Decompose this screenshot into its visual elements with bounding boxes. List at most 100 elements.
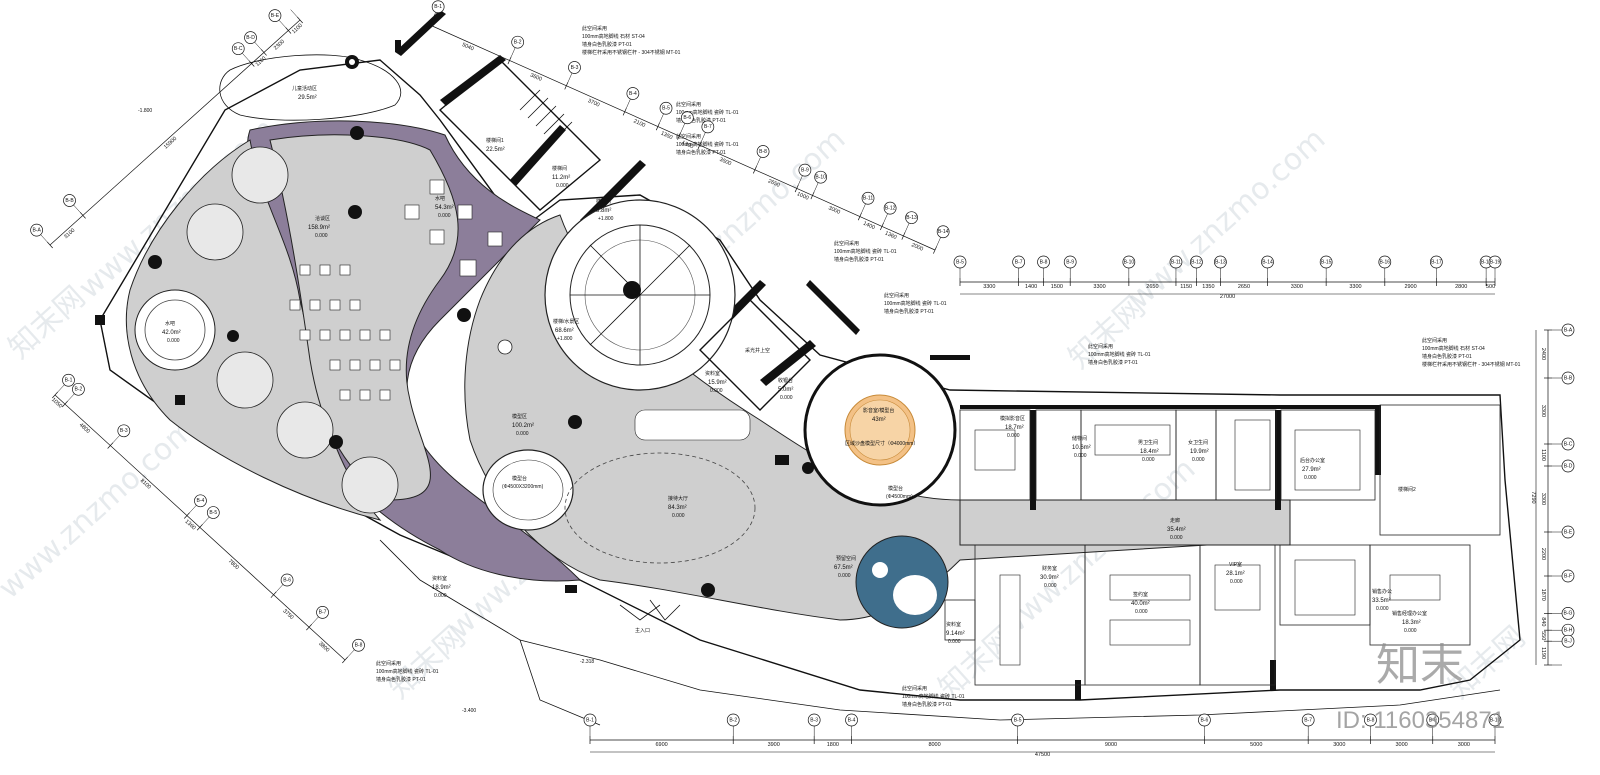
room-label: 模型区 [512,413,527,420]
dimension-value: 2100 [632,118,646,128]
axis-label: B-8 [759,149,767,155]
axis-bubble [1012,255,1026,269]
corridor-floor [959,499,1291,546]
dimension-value: 1800 [827,742,839,748]
dimension-value: 1190 [1540,647,1546,659]
dimension-value: 500 [1486,284,1495,290]
wall [930,355,970,360]
dimension-value: 5000 [1250,742,1262,748]
axis-label: B-7 [1015,259,1023,265]
dimension-tick [196,524,203,531]
stairwell-1 [438,59,602,211]
room-level: 0.000 [710,388,723,394]
axis-label: B-3 [571,65,579,71]
axis-bubble [583,713,597,727]
room-area: 40.0m² [1131,601,1150,607]
axis-label: B-5 [662,106,670,112]
axis-leader [57,384,65,393]
note-line: 100mm高地脚线 瓷砖 TL-01 [676,109,739,116]
dimension-value: 2900 [1404,284,1416,290]
note-line: 墙身白色乳胶漆 PT-01 [834,256,884,263]
note-line: 此空间采用 [884,292,909,299]
axis-leader [936,237,941,247]
axis-bubble [1190,255,1203,269]
axis-leader [904,223,910,233]
note-line: 墙身白色乳胶漆 PT-01 [676,117,726,124]
room-label: VIP室 [1229,561,1242,568]
dimension-tick [933,246,937,254]
axis-bubble [1063,255,1077,269]
note-line: 墙身白色乳胶漆 PT-01 [582,41,632,48]
dimension-value: 3700 [587,98,601,108]
axis-label: B-9 [1066,259,1074,265]
dimension-value: 2300 [273,39,286,52]
room-label: 预留空间 [836,555,856,562]
note-line: 墙身白色乳胶漆 PT-01 [884,308,934,315]
wall [1075,680,1081,700]
note-line: 此空间采用 [582,25,607,32]
room-label: 洽谈区 [315,215,330,222]
axis-bubble [1561,437,1575,451]
room-area: 27.9m² [1302,467,1321,473]
dimension-chain-upper: B-1B-2B-3B-4B-5B-6B-7B-8B-9B-10B-11B-12B… [428,0,950,254]
axis-label: B-3 [120,428,128,434]
right-rooms [944,404,1501,686]
note-line: 墙身白色乳胶漆 PT-01 [1088,359,1138,366]
room-area: 19.9m² [1190,449,1209,455]
dimension-value: 2650 [1146,284,1158,290]
axis-bubble [726,713,740,727]
note-line: 100mm高地脚线 石材 ST-04 [582,33,645,40]
axis-label: B-2 [729,717,737,723]
axis-label: B-C [234,46,243,52]
watermark-text: www.znzmo.com [0,412,202,606]
dimension-tick [306,623,313,631]
dimension-value: 1100 [1540,449,1546,461]
axis-label: B-1 [434,4,442,10]
room-label: 影音室/模型台 [863,407,894,414]
dimension-tick [507,56,512,65]
wall [440,55,506,106]
axis-bubble [1561,634,1575,648]
dimension-tick [270,591,277,598]
dimension-value: 3300 [1093,284,1105,290]
room-level: 0.000 [1074,453,1087,459]
room-label: 楼梯间 [552,165,567,172]
axis-label: B-18 [1481,259,1492,265]
axis-label: B-4 [629,91,637,97]
dimension-tick [285,27,292,34]
axis-bubble [1561,371,1575,385]
wall [1275,410,1281,510]
axis-leader [567,72,573,83]
axis-bubble [756,145,770,158]
axis-bubble [568,61,581,74]
axis-label: B-4 [197,498,205,504]
axis-bubble [1378,255,1392,269]
axis-bubble [953,255,967,269]
room-label: 收银台 [778,377,793,384]
room-labels: 儿童活动区 29.5m² 楼梯间1 22.5m² 楼梯间 11.2m² 0.00… [162,85,1427,645]
floor-areas [125,134,1291,621]
room-area: 67.5m² [834,565,853,571]
axis-leader [276,584,284,592]
axis-label: B-5 [209,510,217,516]
wall [395,40,401,52]
material-notes: 此空间采用 100mm高地脚线 石材 ST-04 墙身白色乳胶漆 PT-01 楼… [376,25,1521,708]
axis-label: B-12 [885,205,896,211]
room-area: 9.14m² [946,631,965,637]
room-label: 模型台 [888,485,903,492]
note-line: 墙身白色乳胶漆 PT-01 [676,149,726,156]
level-mark: -1.800 [138,108,152,114]
lounge-floor-inner [269,134,459,501]
axis-leader [883,213,888,223]
room-area: 28.1m² [1226,571,1245,577]
level-mark: -3.400 [462,708,476,714]
axis-bubble [1011,713,1024,727]
axis-bubble [1169,255,1183,269]
axis-label: B-D [246,35,255,41]
column [95,315,105,325]
axis-leader [813,182,819,192]
dimension-value: 2650 [1238,284,1250,290]
room-level: 0.000 [1044,583,1057,589]
room-label: 水吧 [165,320,175,327]
dimension-tick [880,222,884,231]
